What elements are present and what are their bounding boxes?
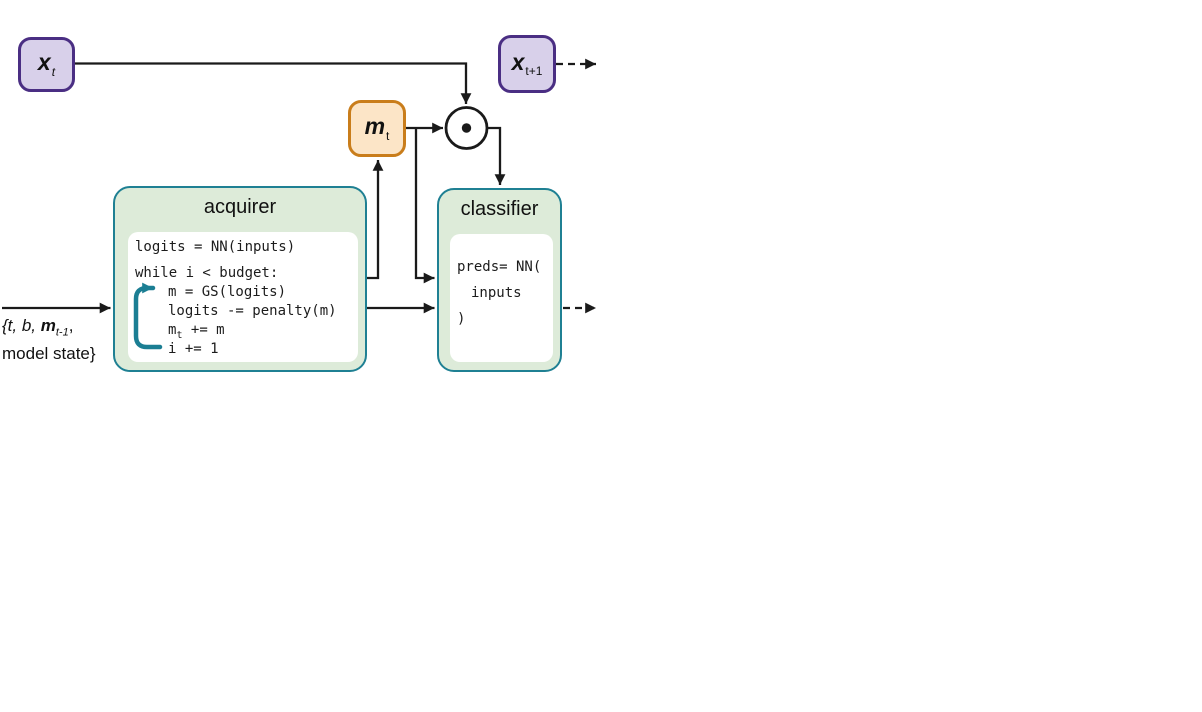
- acquirer-code-line: logits = NN(inputs): [135, 239, 296, 255]
- node-m-t-label: mt: [364, 113, 390, 143]
- arrow-xt-to-product: [75, 62, 472, 104]
- arrow-acquirer-to-mt: [367, 160, 384, 280]
- input-tuple-line2: model state}: [2, 344, 96, 364]
- arrow-product-to-classifier: [488, 126, 506, 185]
- input-tuple-label: {t, b, mt-1, model state}: [2, 315, 96, 365]
- classifier-code-line: inputs: [471, 285, 522, 301]
- acquirer-code-line: mt += m: [168, 322, 225, 341]
- classifier-panel: classifier preds= NN( inputs ): [437, 188, 562, 372]
- node-m-t: mt: [348, 100, 406, 157]
- classifier-code-box: preds= NN( inputs ): [450, 234, 553, 362]
- acquirer-code-line: m = GS(logits): [168, 284, 287, 300]
- acquirer-title: acquirer: [203, 196, 277, 218]
- input-tuple-line1: {t, b, mt-1,: [2, 316, 74, 339]
- acquirer-code-box: logits = NN(inputs) while i < budget: m …: [128, 232, 358, 362]
- classifier-code-line: preds= NN(: [457, 259, 542, 275]
- node-x-t-plus-1: xt+1: [498, 35, 556, 93]
- classifier-title: classifier: [460, 198, 539, 220]
- elementwise-product-icon: [444, 106, 489, 150]
- node-x-t: xt: [18, 37, 75, 92]
- node-x-t-label: xt: [37, 49, 56, 79]
- node-x-t-plus-1-label: xt+1: [511, 48, 543, 79]
- acquirer-panel: acquirer logits = NN(inputs) while i < b…: [113, 186, 367, 372]
- acquirer-code-line: logits -= penalty(m): [168, 303, 337, 319]
- classifier-code-line: ): [457, 311, 466, 327]
- acquirer-code-line: i += 1: [168, 341, 219, 357]
- acquirer-code-line: while i < budget:: [135, 265, 279, 281]
- arrow-mt-branch-to-classifier: [414, 128, 435, 284]
